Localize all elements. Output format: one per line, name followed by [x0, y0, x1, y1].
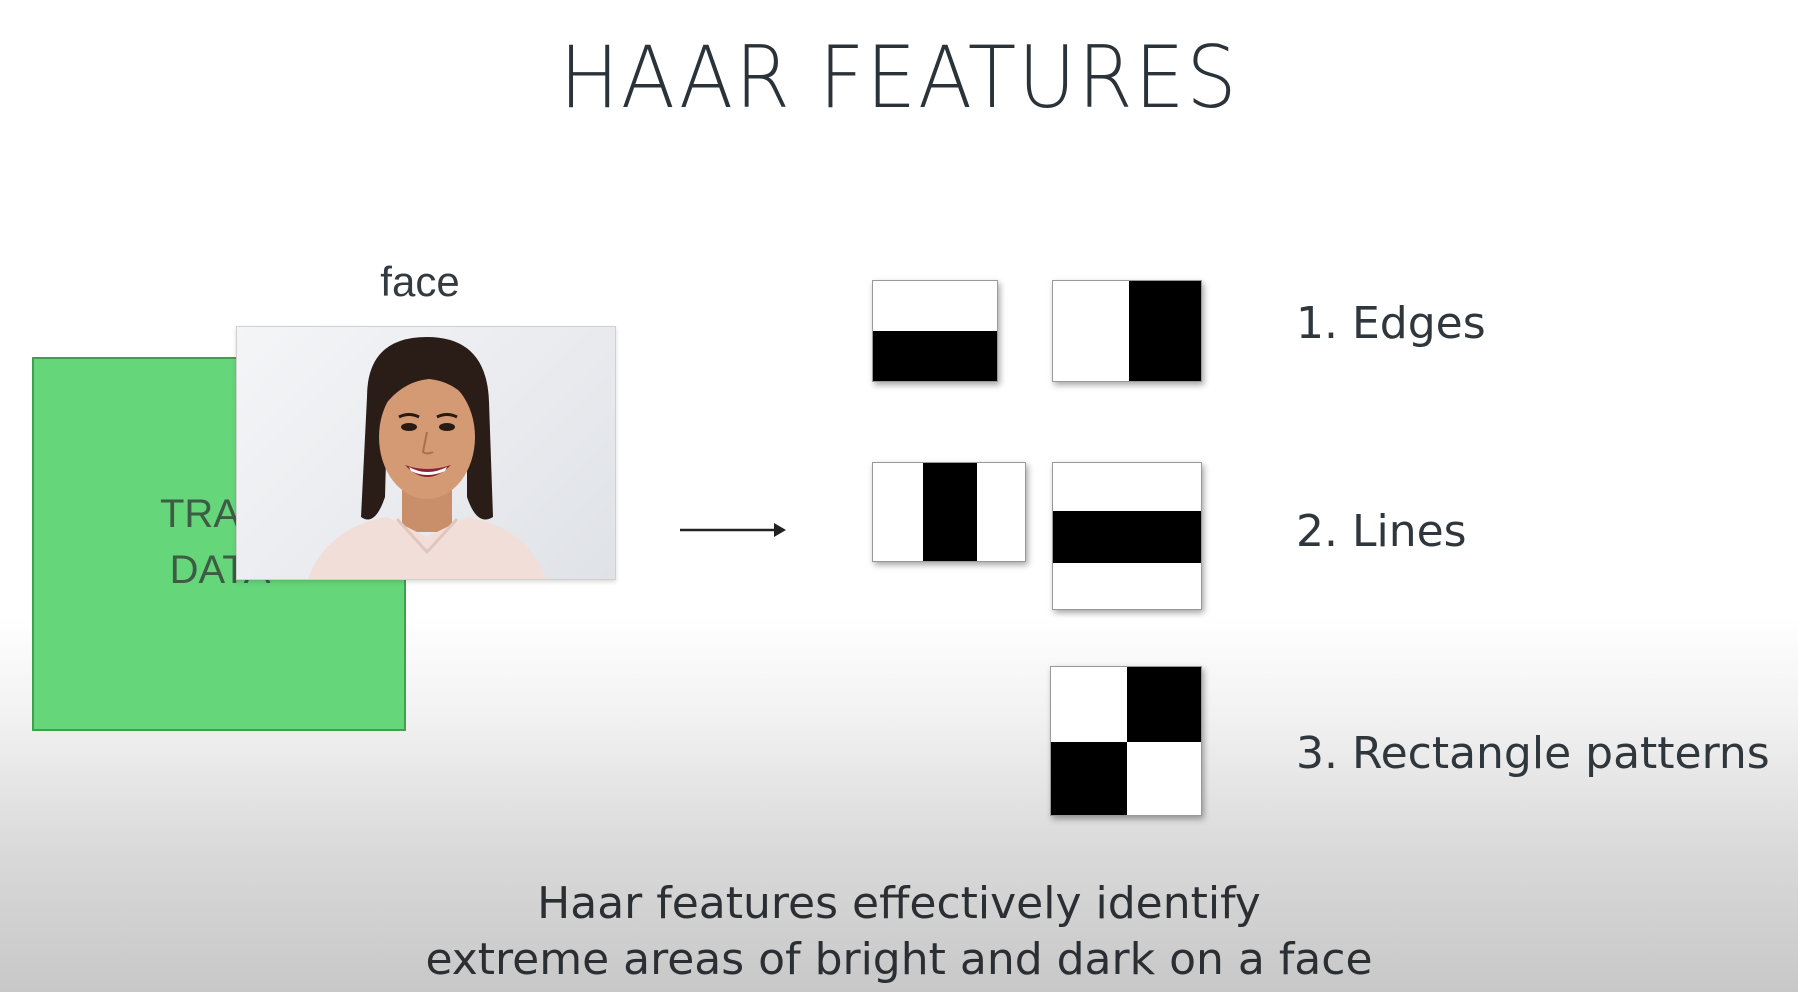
arrow-right-icon	[680, 523, 786, 537]
slide-title: HAAR FEATURES	[559, 28, 1239, 128]
face-photo	[236, 326, 616, 580]
feature-label-edges: 1. Edges	[1296, 298, 1486, 349]
rectangle-feature-checker	[1050, 666, 1202, 816]
feature-label-lines: 2. Lines	[1296, 506, 1467, 557]
edge-feature-horizontal	[872, 280, 998, 382]
feature-label-rectangle-patterns: 3. Rectangle patterns	[1296, 728, 1770, 779]
caption-line2: extreme areas of bright and dark on a fa…	[425, 934, 1373, 985]
face-illustration	[307, 337, 547, 579]
line-feature-vertical	[872, 462, 1026, 562]
edge-feature-vertical	[1052, 280, 1202, 382]
face-label: face	[380, 258, 460, 305]
line-feature-horizontal	[1052, 462, 1202, 610]
slide-caption: Haar features effectively identify extre…	[0, 876, 1798, 988]
caption-line1: Haar features effectively identify	[537, 878, 1261, 929]
